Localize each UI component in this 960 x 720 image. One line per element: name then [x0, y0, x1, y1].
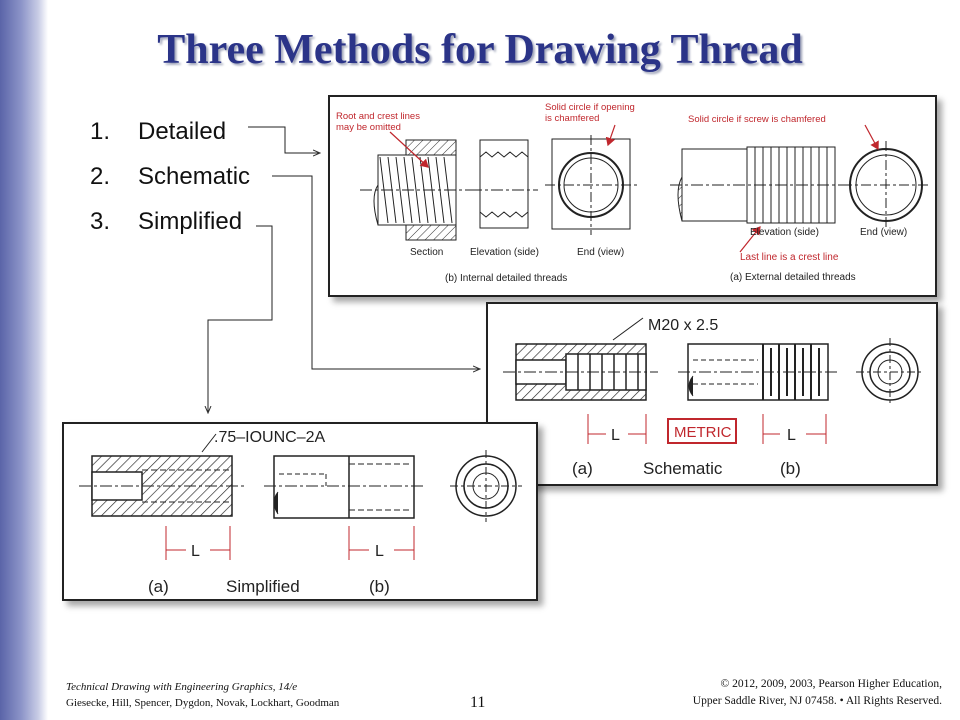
note-solid-circle-opening-2: is chamfered [545, 113, 599, 124]
detailed-connector [248, 126, 320, 153]
method-label: Simplified [138, 208, 243, 235]
footer-book-title: Technical Drawing with Engineering Graph… [66, 681, 298, 693]
schematic-dim-l-a: L [611, 427, 620, 444]
simplified-caption: Simplified [226, 577, 300, 596]
simplified-callout: .75–IOUNC–2A [214, 429, 325, 446]
method-number: 3. [90, 208, 111, 235]
schematic-label-b: (b) [780, 459, 801, 478]
method-number: 2. [90, 163, 111, 190]
detailed-threads-figure: Root and crest lines may be omitted Soli… [328, 95, 937, 297]
method-item-simplified: 3. Simplified [90, 208, 250, 253]
methods-list: 1. Detailed 2. Schematic 3. Simplified [90, 118, 250, 253]
page-number: 11 [470, 694, 486, 711]
caption-internal: (b) Internal detailed threads [445, 273, 567, 284]
method-number: 1. [90, 118, 111, 145]
external-elevation-drawing [670, 146, 845, 224]
slide-side-gradient [0, 0, 48, 720]
schematic-connector [272, 175, 480, 369]
note-root-crest-2: may be omitted [336, 122, 401, 133]
simplified-label-b: (b) [369, 577, 390, 596]
label-elevation-external: Elevation (side) [750, 227, 819, 238]
schematic-caption: Schematic [643, 459, 723, 478]
footer-copyright: © 2012, 2009, 2003, Pearson Higher Educa… [693, 676, 942, 710]
internal-elevation-drawing [470, 139, 538, 229]
metric-badge: METRIC [674, 424, 732, 441]
note-last-line: Last line is a crest line [740, 252, 839, 263]
footer-copyright-line1: © 2012, 2009, 2003, Pearson Higher Educa… [720, 678, 942, 690]
simplified-dim-l-a: L [191, 543, 200, 560]
schematic-threads-figure: M20 x 2.5 L METRIC L (a) Schematic (b) [486, 302, 938, 486]
simplified-external-drawing [264, 455, 424, 519]
method-item-schematic: 2. Schematic [90, 163, 250, 208]
footer-copyright-line2: Upper Saddle River, NJ 07458. • All Righ… [692, 695, 942, 707]
method-label: Schematic [138, 163, 251, 190]
note-solid-circle-opening-1: Solid circle if opening [545, 102, 635, 113]
method-label: Detailed [138, 118, 227, 145]
simplified-section-drawing [79, 433, 244, 517]
internal-end-view-drawing [545, 135, 637, 235]
schematic-section-drawing [503, 317, 658, 401]
simplified-connector [208, 225, 273, 413]
label-section: Section [410, 247, 443, 258]
note-root-crest-1: Root and crest lines [336, 111, 420, 122]
simplified-end-view-drawing [450, 450, 522, 522]
schematic-label-a: (a) [572, 459, 593, 478]
simplified-dim-l-b: L [375, 543, 384, 560]
simplified-threads-figure: .75–IOUNC–2A L L (a) Simplified (b) [62, 422, 538, 601]
label-end-view-internal: End (view) [577, 247, 624, 258]
schematic-dim-l-b: L [787, 427, 796, 444]
slide-title: Three Methods for Drawing Thread [157, 27, 803, 73]
footer-book-info: Technical Drawing with Engineering Graph… [66, 679, 339, 711]
schematic-external-drawing [678, 343, 838, 401]
note-solid-circle-screw: Solid circle if screw is chamfered [688, 114, 826, 125]
footer-authors: Giesecke, Hill, Spencer, Dygdon, Novak, … [66, 697, 340, 709]
schematic-end-view-drawing [856, 338, 924, 406]
caption-external: (a) External detailed threads [730, 272, 856, 283]
label-end-view-external: End (view) [860, 227, 907, 238]
simplified-label-a: (a) [148, 577, 169, 596]
internal-section-drawing [360, 139, 470, 241]
method-item-detailed: 1. Detailed [90, 118, 250, 163]
label-elevation-internal: Elevation (side) [470, 247, 539, 258]
schematic-callout: M20 x 2.5 [648, 317, 718, 334]
external-end-view-drawing [842, 141, 930, 229]
